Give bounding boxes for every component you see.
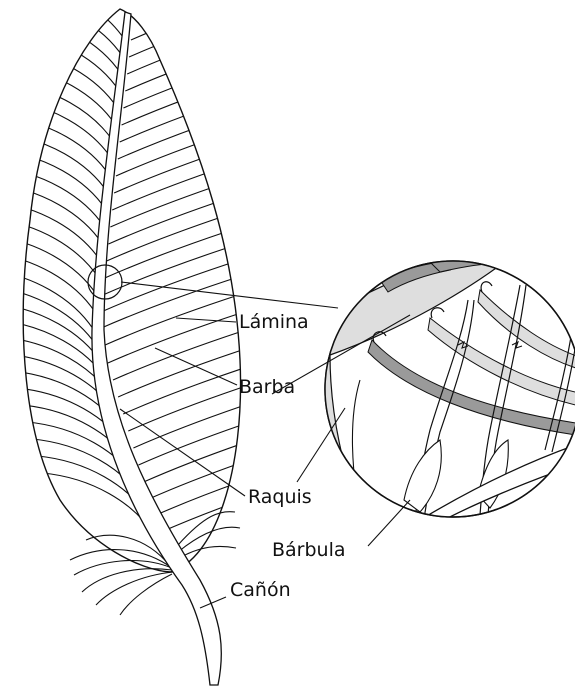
label-lamina: Lámina — [239, 313, 309, 332]
label-barba: Barba — [239, 378, 295, 397]
label-canon: Cañón — [230, 581, 291, 600]
magnified-view — [300, 230, 575, 530]
barb-right — [131, 0, 295, 40]
label-barbula: Bárbula — [272, 541, 346, 560]
label-raquis: Raquis — [248, 488, 312, 507]
leader-barbula — [368, 500, 410, 546]
